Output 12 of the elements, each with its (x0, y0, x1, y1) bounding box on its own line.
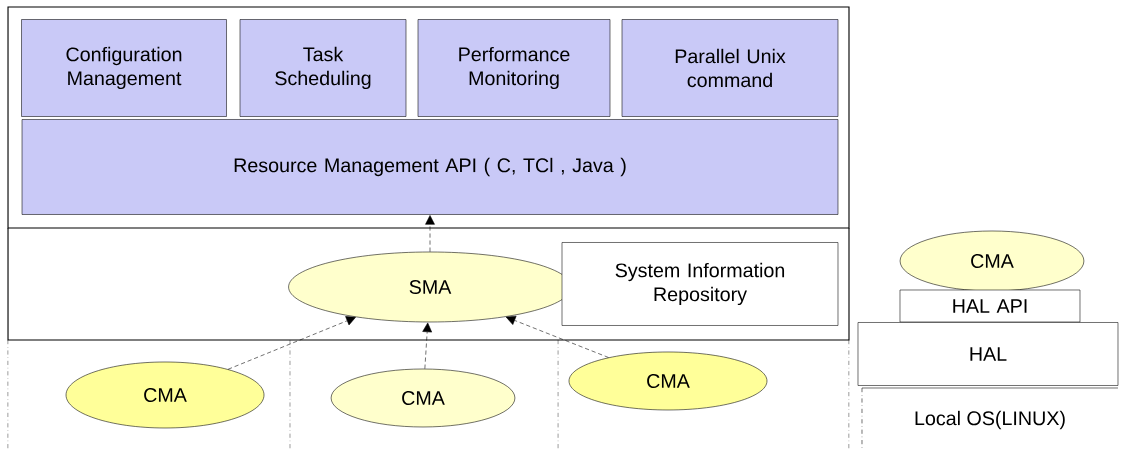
module-box: Task Scheduling (239, 19, 407, 117)
module-box: Configuration Management (21, 19, 227, 117)
module-box: Performance Monitoring (417, 19, 611, 117)
interface-box: HAL API (899, 289, 1081, 323)
module-box: Parallel Unix command (621, 19, 839, 117)
arrow (422, 322, 432, 369)
arrow (505, 315, 609, 358)
api-bar: Resource Management API ( C, TCl , Java ) (21, 119, 839, 215)
arrow (425, 215, 435, 252)
layer-label: Local OS(LINUX) (915, 410, 1065, 430)
repository-box: System Information Repository (561, 242, 839, 326)
arrow (227, 316, 356, 370)
